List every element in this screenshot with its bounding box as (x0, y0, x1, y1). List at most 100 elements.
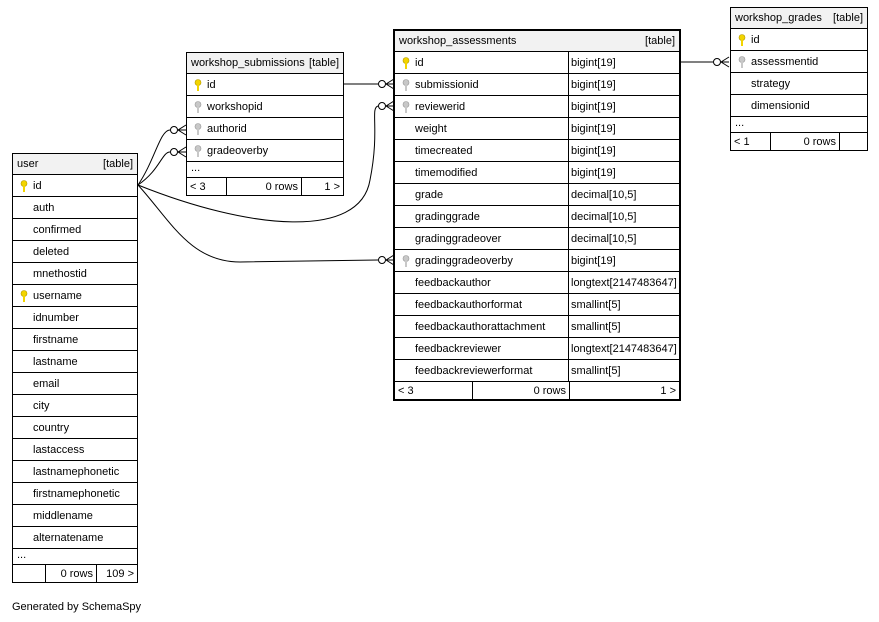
table-header[interactable]: workshop_assessments [table] (395, 31, 679, 52)
column-type: bigint[19] (568, 96, 679, 117)
column-row[interactable]: reviewerid bigint[19] (395, 96, 679, 118)
children-link[interactable]: 1 > (569, 382, 679, 399)
table-footer: 0 rows 109 > (13, 565, 137, 582)
column-row[interactable]: id (187, 74, 343, 96)
foreign-key-icon (191, 100, 205, 113)
column-row[interactable]: idnumber (13, 307, 137, 329)
column-row[interactable]: auth (13, 197, 137, 219)
column-row[interactable]: weight bigint[19] (395, 118, 679, 140)
column-row[interactable]: feedbackauthor longtext[2147483647] (395, 272, 679, 294)
column-row[interactable]: mnethostid (13, 263, 137, 285)
column-row[interactable]: lastnamephonetic (13, 461, 137, 483)
column-row[interactable]: username (13, 285, 137, 307)
column-name: submissionid (415, 78, 479, 91)
column-name: gradinggradeoverby (415, 254, 513, 267)
column-row[interactable]: grade decimal[10,5] (395, 184, 679, 206)
column-row[interactable]: confirmed (13, 219, 137, 241)
column-name: middlename (33, 509, 93, 522)
column-row[interactable]: country (13, 417, 137, 439)
row-count: 0 rows (60, 567, 93, 580)
parents-link[interactable]: < 3 (395, 382, 473, 399)
column-name: grade (415, 188, 444, 201)
fk-endpoint (378, 256, 386, 264)
table-workshop-assessments[interactable]: workshop_assessments [table] id bigint[1… (393, 29, 681, 401)
column-row[interactable]: id (13, 175, 137, 197)
column-row[interactable]: middlename (13, 505, 137, 527)
more-columns: ... (13, 549, 137, 565)
fk-endpoint (170, 148, 178, 156)
column-type: smallint[5] (568, 294, 679, 315)
column-type: bigint[19] (568, 74, 679, 95)
column-name: city (33, 399, 50, 412)
column-name: deleted (33, 245, 70, 258)
column-name: feedbackauthorattachment (415, 320, 546, 333)
table-title: workshop_grades (735, 12, 822, 24)
column-row[interactable]: feedbackreviewer longtext[2147483647] (395, 338, 679, 360)
more-columns: ... (187, 162, 343, 178)
column-name: feedbackreviewer (415, 342, 502, 355)
column-name: id (33, 179, 42, 192)
table-workshop-grades[interactable]: workshop_grades [table] id assessmentid … (730, 7, 868, 151)
table-kind: [table] (309, 57, 339, 69)
column-row[interactable]: submissionid bigint[19] (395, 74, 679, 96)
column-row[interactable]: workshopid (187, 96, 343, 118)
column-row[interactable]: timemodified bigint[19] (395, 162, 679, 184)
table-kind: [table] (103, 158, 133, 170)
parents-link[interactable] (13, 565, 46, 582)
table-workshop-submissions[interactable]: workshop_submissions [table] id workshop… (186, 52, 344, 196)
primary-key-icon (399, 56, 413, 69)
column-name: workshopid (207, 100, 263, 113)
table-header[interactable]: user [table] (13, 154, 137, 175)
column-type: bigint[19] (568, 118, 679, 139)
column-row[interactable]: alternatename (13, 527, 137, 549)
table-header[interactable]: workshop_submissions [table] (187, 53, 343, 74)
column-row[interactable]: gradinggradeover decimal[10,5] (395, 228, 679, 250)
column-row[interactable]: feedbackauthorformat smallint[5] (395, 294, 679, 316)
column-name: alternatename (33, 531, 104, 544)
column-name: feedbackreviewerformat (415, 364, 533, 377)
table-kind: [table] (645, 35, 675, 47)
column-row[interactable]: lastaccess (13, 439, 137, 461)
column-row[interactable]: id (731, 29, 867, 51)
children-link[interactable]: 1 > (301, 178, 343, 195)
column-type: bigint[19] (568, 162, 679, 183)
column-name: confirmed (33, 223, 82, 236)
column-row[interactable]: city (13, 395, 137, 417)
parents-link[interactable]: < 3 (187, 178, 227, 195)
column-row[interactable]: email (13, 373, 137, 395)
fk-crowfoot (720, 56, 730, 68)
column-row[interactable]: firstnamephonetic (13, 483, 137, 505)
column-type: longtext[2147483647] (568, 338, 679, 359)
parents-link[interactable]: < 1 (731, 133, 771, 150)
column-row[interactable]: strategy (731, 73, 867, 95)
column-row[interactable]: firstname (13, 329, 137, 351)
column-row[interactable]: assessmentid (731, 51, 867, 73)
column-row[interactable]: feedbackauthorattachment smallint[5] (395, 316, 679, 338)
column-row[interactable]: gradeoverby (187, 140, 343, 162)
children-link[interactable] (839, 133, 867, 150)
column-name: idnumber (33, 311, 79, 324)
column-row[interactable]: deleted (13, 241, 137, 263)
column-row[interactable]: timecreated bigint[19] (395, 140, 679, 162)
foreign-key-icon (399, 100, 413, 113)
column-name: id (207, 78, 216, 91)
table-user[interactable]: user [table] id auth confirmed deleted m… (12, 153, 138, 583)
column-row[interactable]: dimensionid (731, 95, 867, 117)
column-row[interactable]: authorid (187, 118, 343, 140)
column-row[interactable]: feedbackreviewerformat smallint[5] (395, 360, 679, 382)
fk-endpoint (713, 58, 721, 66)
column-name: gradinggradeover (415, 232, 502, 245)
fk-line-user-authorid (137, 129, 171, 186)
table-header[interactable]: workshop_grades [table] (731, 8, 867, 29)
table-footer: < 3 0 rows 1 > (187, 178, 343, 195)
column-row[interactable]: lastname (13, 351, 137, 373)
column-name: feedbackauthorformat (415, 298, 523, 311)
column-row[interactable]: gradinggrade decimal[10,5] (395, 206, 679, 228)
column-row[interactable]: id bigint[19] (395, 52, 679, 74)
children-link[interactable]: 109 > (96, 565, 137, 582)
row-count: 0 rows (533, 384, 566, 397)
fk-crowfoot (177, 146, 187, 158)
column-row[interactable]: gradinggradeoverby bigint[19] (395, 250, 679, 272)
column-name: firstnamephonetic (33, 487, 120, 500)
column-type: decimal[10,5] (568, 184, 679, 205)
